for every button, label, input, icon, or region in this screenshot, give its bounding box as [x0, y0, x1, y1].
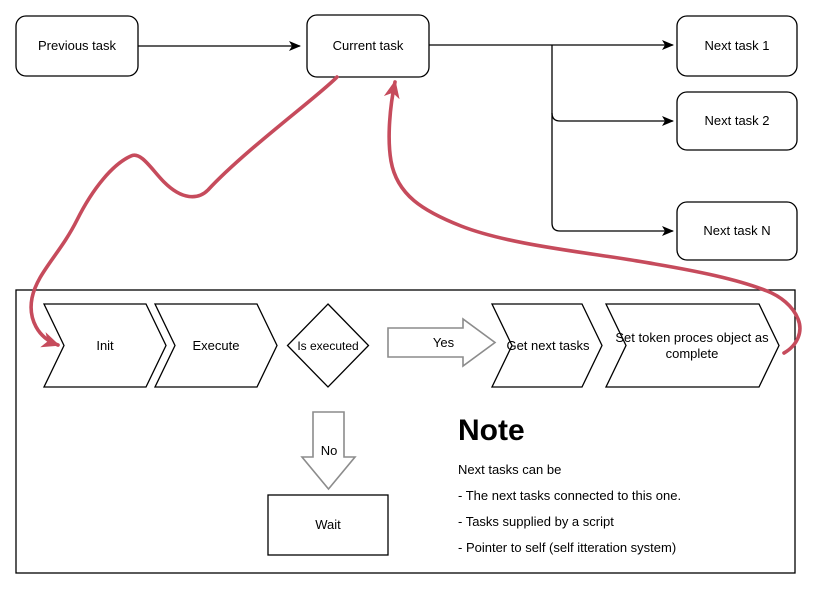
next-task-2-node — [676, 91, 798, 151]
current-task-node — [306, 14, 430, 78]
process-container — [15, 289, 796, 574]
yes-arrow — [387, 317, 497, 368]
init-step — [42, 303, 167, 388]
get-next-tasks-step — [490, 303, 603, 388]
wait-node — [267, 494, 389, 556]
execute-step — [153, 303, 278, 388]
note-item: - The next tasks connected to this one. — [458, 488, 682, 503]
set-token-step — [604, 303, 780, 388]
note-block: Note Next tasks can be - The next tasks … — [458, 414, 788, 566]
connector-branch-to-nextN — [551, 45, 674, 236]
note-title: Note — [458, 414, 525, 447]
next-task-n-node — [676, 201, 798, 261]
connector-branch-to-next2 — [551, 112, 674, 126]
is-executed-decision — [286, 303, 370, 388]
red-curve-settoken-to-current — [383, 80, 802, 355]
previous-task-node — [15, 15, 139, 77]
note-item: - Pointer to self (self itteration syste… — [458, 540, 677, 555]
note-intro: Next tasks can be — [458, 462, 562, 477]
next-task-1-node — [676, 15, 798, 77]
note-item: - Tasks supplied by a script — [458, 514, 614, 529]
red-curve-current-to-init — [29, 75, 339, 348]
no-arrow — [300, 411, 357, 491]
